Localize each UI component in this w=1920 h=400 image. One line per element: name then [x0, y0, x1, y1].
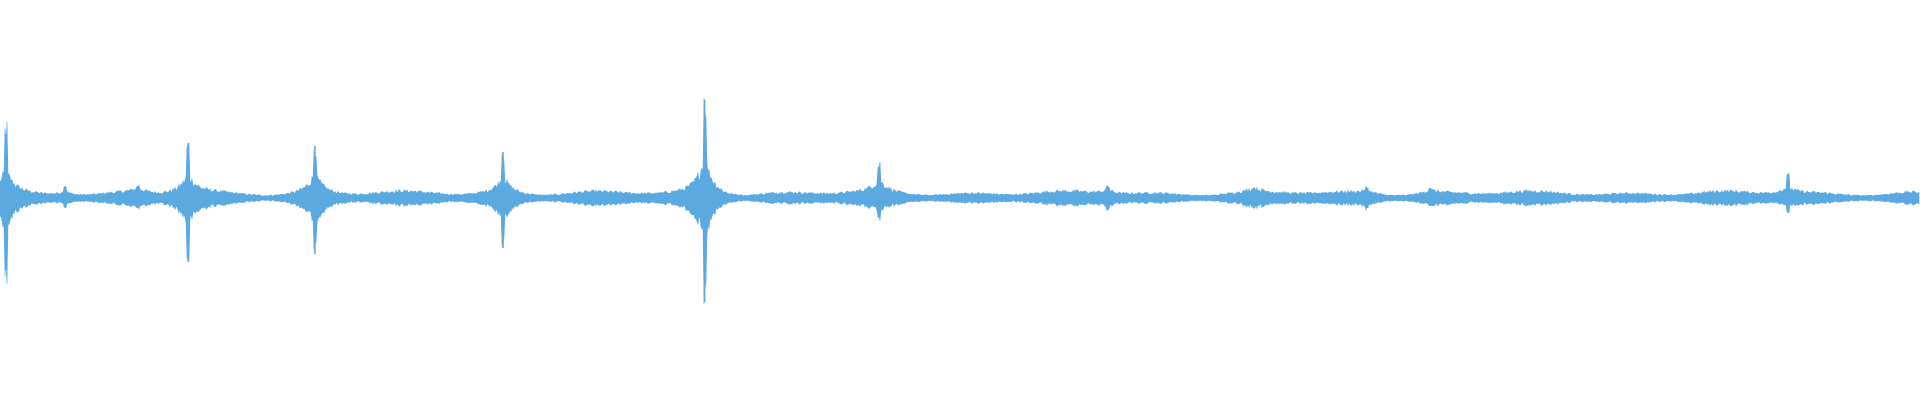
waveform-trace: [0, 97, 1920, 305]
waveform-envelope: [0, 97, 1920, 305]
